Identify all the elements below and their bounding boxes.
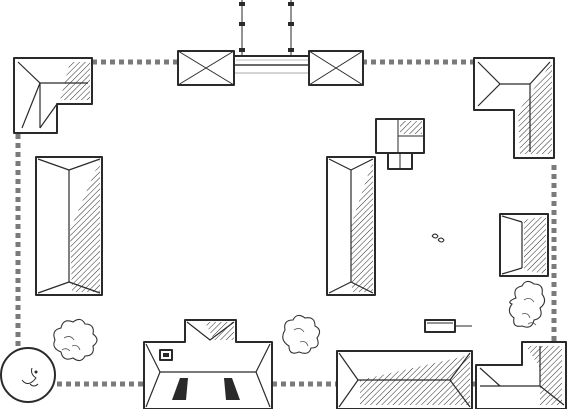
tree-east [508,280,546,328]
building-northwest [13,57,93,134]
gate-tower-west [177,50,235,86]
building-northeast [473,57,555,159]
small-house-east [499,213,549,277]
tree-south-center [282,314,321,354]
north-gate-road [233,0,311,74]
tree-southwest [53,318,98,362]
gate-tower-east [308,50,364,86]
small-house-north [375,118,425,170]
long-building-south [336,350,473,409]
long-hall-center [326,156,376,296]
round-well [0,347,56,403]
cart-object [424,319,472,333]
long-hall-west [35,156,103,296]
footprints-mark [431,233,445,243]
building-south-center [143,319,273,409]
building-southeast [475,341,567,409]
